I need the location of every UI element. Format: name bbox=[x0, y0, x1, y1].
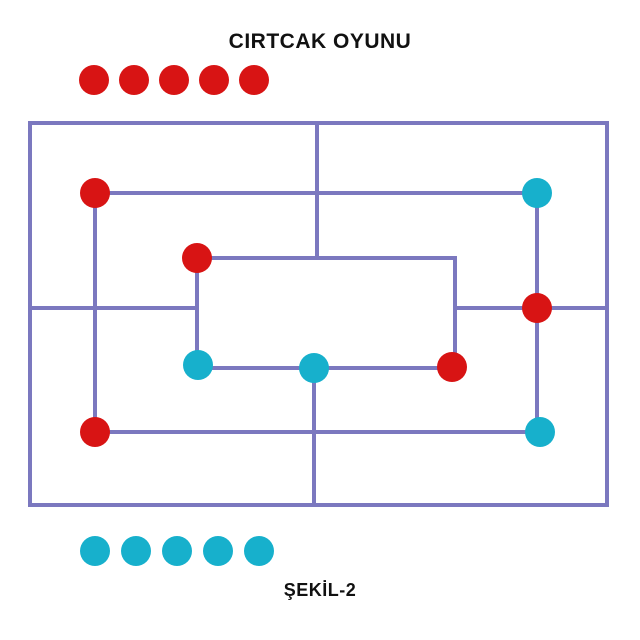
cyan-piece[interactable] bbox=[525, 417, 555, 447]
board-lines bbox=[28, 121, 609, 507]
cyan-reserve-piece[interactable] bbox=[203, 536, 233, 566]
cyan-reserve-piece[interactable] bbox=[80, 536, 110, 566]
red-reserve-piece[interactable] bbox=[79, 65, 109, 95]
red-reserve-piece[interactable] bbox=[119, 65, 149, 95]
cyan-piece[interactable] bbox=[522, 178, 552, 208]
cyan-reserve-piece[interactable] bbox=[162, 536, 192, 566]
cyan-piece[interactable] bbox=[183, 350, 213, 380]
board-pieces bbox=[80, 178, 555, 447]
cyan-reserve-piece[interactable] bbox=[121, 536, 151, 566]
figure-caption: ŞEKİL-2 bbox=[283, 580, 357, 600]
red-reserve-piece[interactable] bbox=[159, 65, 189, 95]
reserve-pieces bbox=[79, 65, 274, 566]
cyan-reserve-piece[interactable] bbox=[244, 536, 274, 566]
game-title: CIRTCAK OYUNU bbox=[228, 30, 412, 53]
red-reserve-piece[interactable] bbox=[239, 65, 269, 95]
red-piece[interactable] bbox=[80, 178, 110, 208]
cyan-piece[interactable] bbox=[299, 353, 329, 383]
red-piece[interactable] bbox=[437, 352, 467, 382]
red-piece[interactable] bbox=[522, 293, 552, 323]
red-reserve-piece[interactable] bbox=[199, 65, 229, 95]
red-piece[interactable] bbox=[182, 243, 212, 273]
red-piece[interactable] bbox=[80, 417, 110, 447]
